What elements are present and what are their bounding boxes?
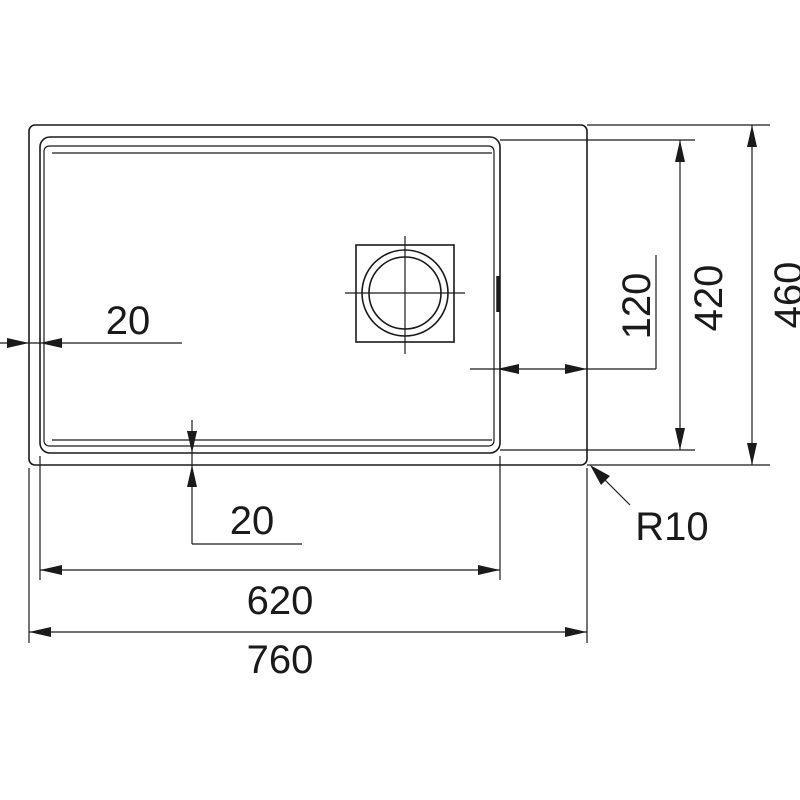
- label-620: 620: [247, 579, 314, 623]
- arrow-120-left: [497, 364, 519, 374]
- arrow-760-right: [565, 627, 587, 637]
- label-120: 120: [615, 273, 659, 340]
- label-rim-bottom: 20: [230, 499, 275, 543]
- bowl-outer-edge: [39, 136, 501, 454]
- arrow-620-right: [478, 565, 500, 575]
- arrow-rim-left-b: [40, 338, 62, 348]
- arrow-460-bottom: [747, 443, 757, 465]
- bowl-inner-edge: [43, 145, 495, 447]
- arrow-420-top: [675, 140, 685, 162]
- arrow-760-left: [29, 627, 51, 637]
- label-760: 760: [247, 638, 314, 682]
- arrow-420-bottom: [675, 428, 685, 450]
- arrow-rim-left-a: [7, 338, 29, 348]
- arrow-120-right: [565, 364, 587, 374]
- arrow-rim-bottom-a: [187, 431, 197, 453]
- arrow-460-top: [747, 125, 757, 147]
- arrow-rim-bottom-b: [187, 465, 197, 487]
- label-r10: R10: [635, 505, 708, 549]
- arrow-620-left: [40, 565, 62, 575]
- label-420: 420: [687, 265, 731, 332]
- arrow-r10: [590, 465, 610, 485]
- sink-outer-outline: [28, 124, 588, 466]
- label-rim-left: 20: [106, 299, 151, 343]
- label-460: 460: [767, 262, 800, 329]
